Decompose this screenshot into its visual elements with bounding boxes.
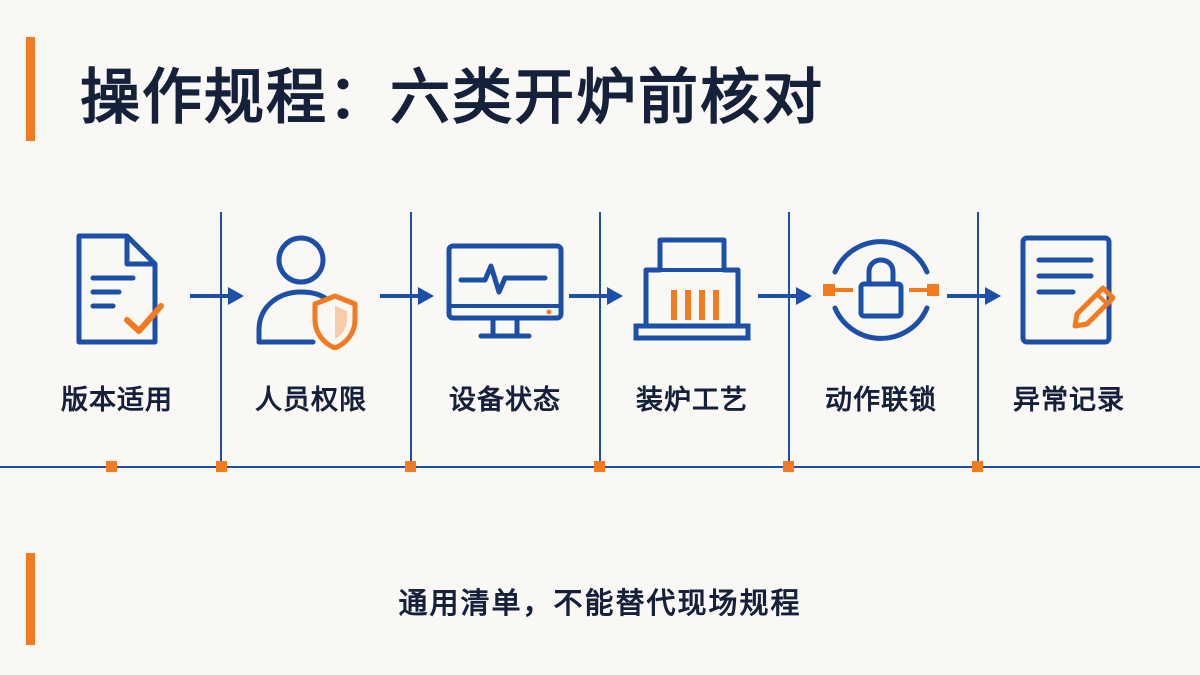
furnace-loading-icon: [633, 237, 751, 341]
divider-line: [410, 212, 412, 466]
arrow-right-icon: [190, 287, 244, 305]
step-label: 设备状态: [449, 385, 561, 416]
timeline-marker: [594, 461, 605, 472]
step-exception-record: 异常记录: [979, 230, 1159, 417]
timeline-marker: [405, 461, 416, 472]
title-accent-bar: [26, 37, 35, 141]
step-label: 异常记录: [1013, 385, 1125, 416]
step-action-interlock: 动作联锁: [791, 230, 971, 417]
page-title: 操作规程：六类开炉前核对: [80, 63, 824, 133]
interlock-padlock-icon: [823, 239, 939, 341]
timeline-marker: [783, 461, 794, 472]
footer-note: 通用清单，不能替代现场规程: [398, 586, 802, 620]
monitor-heartbeat-icon: [446, 243, 564, 339]
record-edit-icon: [1020, 235, 1116, 345]
timeline-marker: [972, 461, 983, 472]
arrow-right-icon: [569, 287, 623, 305]
step-version-applicability: 版本适用: [27, 230, 207, 417]
timeline-marker: [106, 461, 117, 472]
arrow-right-icon: [947, 287, 1001, 305]
step-label: 装炉工艺: [636, 385, 748, 416]
arrow-right-icon: [380, 287, 434, 305]
step-label: 人员权限: [255, 385, 367, 416]
divider-line: [788, 212, 790, 466]
footer-accent-bar: [26, 553, 35, 645]
timeline-marker: [216, 461, 227, 472]
user-shield-icon: [256, 235, 358, 350]
divider-line: [599, 212, 601, 466]
step-personnel-permission: 人员权限: [221, 230, 401, 417]
divider-line: [220, 212, 222, 466]
arrow-right-icon: [758, 287, 812, 305]
document-check-icon: [76, 233, 164, 345]
step-equipment-status: 设备状态: [415, 230, 595, 417]
divider-line: [977, 212, 979, 466]
step-furnace-loading-process: 装炉工艺: [602, 230, 782, 417]
step-label: 版本适用: [61, 385, 173, 416]
step-label: 动作联锁: [825, 385, 937, 416]
